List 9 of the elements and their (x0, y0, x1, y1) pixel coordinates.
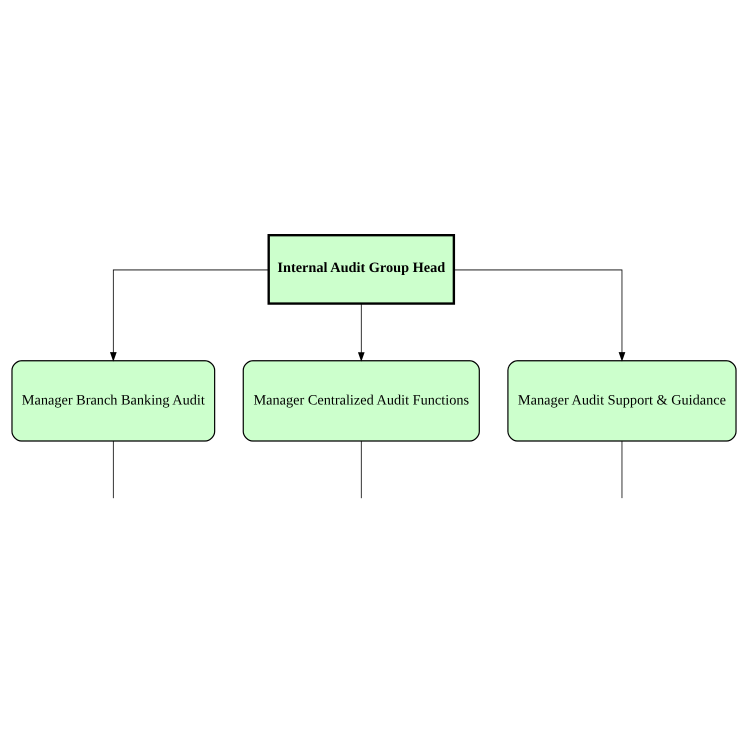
node-box: Internal Audit Group Head (268, 234, 456, 305)
connector (360, 440, 362, 499)
node-box: Manager Audit Support & Guidance (507, 360, 737, 442)
node-box: Manager Branch Banking Audit (11, 360, 216, 442)
arrow (454, 270, 626, 362)
arrow (110, 270, 269, 362)
arrow (358, 303, 365, 362)
connector (112, 440, 114, 499)
node-box: Manager Centralized Audit Functions (242, 360, 480, 442)
